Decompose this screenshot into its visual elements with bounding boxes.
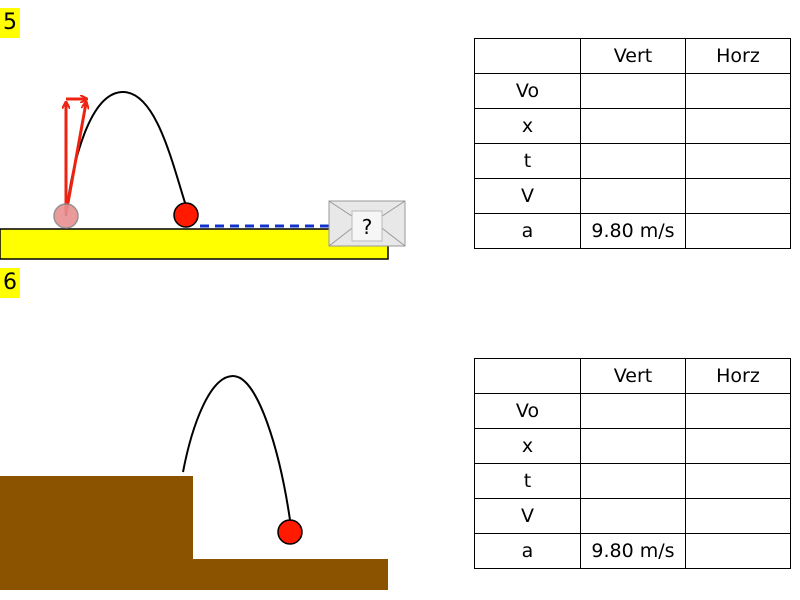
header-horz: Horz bbox=[685, 38, 791, 74]
horz-cell[interactable] bbox=[685, 533, 791, 569]
row-label: t bbox=[474, 143, 581, 179]
header-blank bbox=[474, 38, 581, 74]
table-row: a 9.80 m/s bbox=[474, 533, 791, 569]
vert-cell[interactable]: 9.80 m/s bbox=[580, 533, 686, 569]
row-label: V bbox=[474, 178, 581, 214]
table-row: t bbox=[474, 143, 791, 179]
row-label: x bbox=[474, 428, 581, 464]
header-horz: Horz bbox=[685, 358, 791, 394]
vert-cell[interactable] bbox=[580, 463, 686, 499]
table-row: x bbox=[474, 108, 791, 144]
table-row: a 9.80 m/s bbox=[474, 213, 791, 249]
velocity-vector-initial bbox=[64, 103, 86, 215]
horz-cell[interactable] bbox=[685, 178, 791, 214]
table-header-row: Vert Horz bbox=[474, 38, 791, 74]
problem-5-table: Vert Horz Vo x t V a 9.80 m/s bbox=[474, 38, 791, 249]
upper-ground-block bbox=[0, 476, 193, 590]
row-label: x bbox=[474, 108, 581, 144]
vert-cell[interactable] bbox=[580, 73, 686, 109]
row-label: t bbox=[474, 463, 581, 499]
table-row: Vo bbox=[474, 393, 791, 429]
lower-ground-block bbox=[193, 559, 388, 590]
horz-cell[interactable] bbox=[685, 428, 791, 464]
table-row: V bbox=[474, 178, 791, 214]
vert-cell[interactable] bbox=[580, 393, 686, 429]
problem-6-table: Vert Horz Vo x t V a 9.80 m/s bbox=[474, 358, 791, 569]
table-row: V bbox=[474, 498, 791, 534]
vert-cell[interactable] bbox=[580, 143, 686, 179]
problem-5-scene: ? bbox=[0, 90, 406, 260]
problem-6-scene bbox=[0, 374, 388, 590]
table-row: t bbox=[474, 463, 791, 499]
projectile-trajectory-2 bbox=[182, 374, 291, 521]
ball-landed bbox=[173, 202, 199, 228]
row-label: V bbox=[474, 498, 581, 534]
row-label: Vo bbox=[474, 73, 581, 109]
vert-cell[interactable] bbox=[580, 178, 686, 214]
header-vert: Vert bbox=[580, 358, 686, 394]
vert-cell[interactable] bbox=[580, 428, 686, 464]
ball-falling bbox=[277, 519, 303, 545]
horz-cell[interactable] bbox=[685, 108, 791, 144]
horz-cell[interactable] bbox=[685, 463, 791, 499]
table-row: Vo bbox=[474, 73, 791, 109]
header-vert: Vert bbox=[580, 38, 686, 74]
table-header-row: Vert Horz bbox=[474, 358, 791, 394]
problem-6-number: 6 bbox=[0, 268, 20, 298]
mystery-label: ? bbox=[362, 215, 373, 239]
problem-5-number: 5 bbox=[0, 8, 20, 38]
row-label: Vo bbox=[474, 393, 581, 429]
row-label: a bbox=[474, 533, 581, 569]
ball-start-ghost bbox=[53, 203, 79, 229]
row-label: a bbox=[474, 213, 581, 249]
horz-cell[interactable] bbox=[685, 393, 791, 429]
horz-cell[interactable] bbox=[685, 73, 791, 109]
horz-cell[interactable] bbox=[685, 143, 791, 179]
vert-cell[interactable] bbox=[580, 498, 686, 534]
mystery-envelope-icon bbox=[328, 200, 406, 247]
header-blank bbox=[474, 358, 581, 394]
horz-cell[interactable] bbox=[685, 213, 791, 249]
vert-cell[interactable]: 9.80 m/s bbox=[580, 213, 686, 249]
table-row: x bbox=[474, 428, 791, 464]
horz-cell[interactable] bbox=[685, 498, 791, 534]
vert-cell[interactable] bbox=[580, 108, 686, 144]
